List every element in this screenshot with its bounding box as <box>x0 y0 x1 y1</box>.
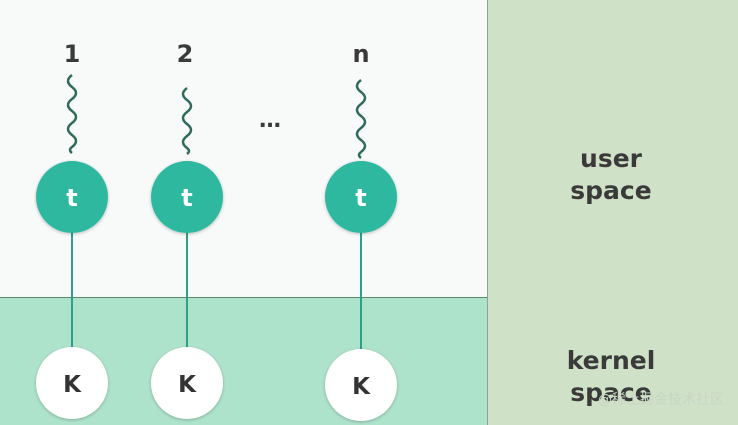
kernel-circle-2 <box>151 347 223 419</box>
thread-label-2: t <box>181 184 192 212</box>
space-label-panel <box>487 0 738 425</box>
kernel-circle-1 <box>36 347 108 419</box>
thread-index-n: n <box>352 40 370 68</box>
kernel-label-n: K <box>352 374 371 400</box>
thread-label-1: t <box>66 184 77 212</box>
kernel-label-2: K <box>178 372 197 398</box>
thread-index-2: 2 <box>176 40 194 68</box>
thread-label-n: t <box>355 184 366 212</box>
wavy-line-1 <box>66 74 78 154</box>
user-space-region <box>0 0 487 297</box>
kernel-label-1: K <box>63 372 82 398</box>
kernel-circle-n <box>325 349 397 421</box>
kernel-space-label: kernel space <box>566 346 656 407</box>
thread-index-1: 1 <box>63 40 81 68</box>
wavy-line-n <box>355 79 367 159</box>
thread-circle-2 <box>151 161 223 233</box>
thread-circle-1 <box>36 161 108 233</box>
ellipsis: … <box>259 108 281 133</box>
thread-circle-n <box>325 161 397 233</box>
user-space-label: user space <box>570 144 652 205</box>
wavy-line-2 <box>181 87 193 155</box>
watermark: @稀土掘金技术社区 <box>598 392 724 408</box>
